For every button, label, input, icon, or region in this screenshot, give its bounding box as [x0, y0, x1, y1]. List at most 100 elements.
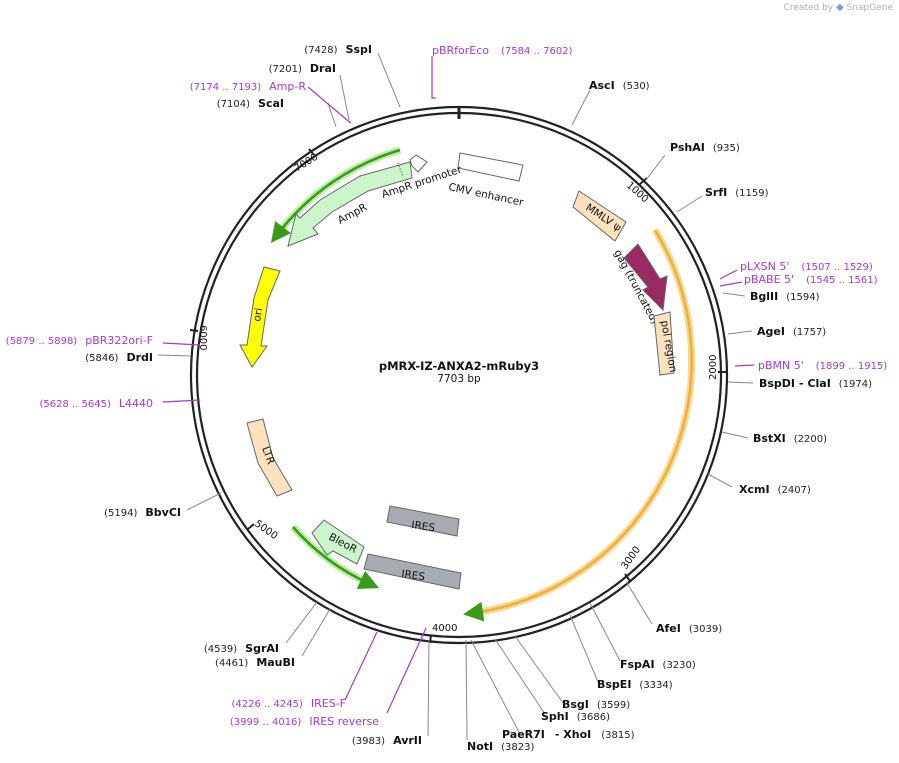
plasmid-name: pMRX-IZ-ANXA2-mRuby3 — [379, 359, 539, 373]
enzyme-scaI: ScaI — [258, 97, 284, 110]
svg-text:(7428)SspI: (7428)SspI — [304, 43, 372, 56]
plasmid-length: 7703 bp — [437, 373, 481, 385]
enzyme-drdI: DrdI — [126, 351, 153, 364]
svg-text:(5194)BbvCI: (5194)BbvCI — [104, 506, 181, 519]
feature-ires-2 — [363, 553, 462, 590]
svg-text:pLXSN 5'(1507 .. 1529): pLXSN 5'(1507 .. 1529) — [740, 260, 873, 273]
svg-text:(5628 .. 5645)L4440: (5628 .. 5645)L4440 — [39, 397, 153, 410]
enzyme-xcmI: XcmI — [739, 483, 770, 496]
primer-amp-r: Amp-R — [269, 80, 306, 93]
feature-ampr-promoter — [409, 154, 428, 173]
svg-text:PshAI(935): PshAI(935) — [670, 141, 740, 154]
svg-text:NotI(3823): NotI(3823) — [467, 740, 534, 753]
svg-text:pBRforEco(7584 .. 7602): pBRforEco(7584 .. 7602) — [432, 44, 573, 57]
feature-mmlv-psi — [572, 190, 627, 242]
primer-plxsn-5: pLXSN 5' — [740, 260, 789, 273]
enzyme-sgrAI: SgrAI — [245, 642, 279, 655]
enzyme-fspAI: FspAI — [620, 658, 655, 671]
feature-ltr — [246, 418, 293, 497]
primer-l4440: L4440 — [119, 397, 153, 410]
enzyme-srfI: SrfI — [705, 186, 727, 199]
tick-3000: 3000 — [619, 545, 643, 572]
enzyme-ascI: AscI — [589, 79, 615, 92]
feature-cmv-enhancer — [457, 152, 524, 182]
enzyme-claI: ClaI — [807, 377, 830, 390]
primer-ires-reverse: IRES reverse — [309, 715, 379, 728]
primer-pbabe-5: pBABE 5' — [744, 273, 794, 286]
enzyme-bspEI: BspEI — [597, 678, 631, 691]
enzyme-bsgI: BsgI — [562, 698, 589, 711]
enzyme-notI: NotI — [467, 740, 493, 753]
primer-pbrforeco: pBRforEco — [432, 44, 489, 57]
enzyme-ageI: AgeI — [757, 325, 785, 338]
feature-label-cmv-enhancer: CMV enhancer — [447, 181, 525, 209]
enzyme-paeR7I: PaeR7I — [502, 728, 545, 741]
snapgene-branding: Created by ◆ SnapGene — [784, 2, 893, 13]
svg-text:BsgI(3599): BsgI(3599) — [562, 698, 630, 711]
svg-text:(7201)DraI: (7201)DraI — [269, 62, 336, 75]
tick-4000: 4000 — [432, 623, 457, 634]
svg-text:AfeI(3039): AfeI(3039) — [656, 622, 722, 635]
snapgene-logo-icon: ◆ — [836, 2, 844, 13]
enzyme-bglII: BglII — [750, 290, 778, 303]
svg-text:BspDI- ClaI(1974): BspDI- ClaI(1974) — [759, 377, 872, 390]
svg-text:AscI(530): AscI(530) — [589, 79, 650, 92]
svg-text:(5846)DrdI: (5846)DrdI — [85, 351, 153, 364]
svg-text:pBABE 5'(1545 .. 1561): pBABE 5'(1545 .. 1561) — [744, 273, 878, 286]
svg-text:(7104)ScaI: (7104)ScaI — [217, 97, 284, 110]
enzyme-leaders — [157, 52, 754, 741]
created-by-text: Created by — [783, 3, 834, 13]
feature-ampr — [287, 161, 413, 247]
feature-bleor — [311, 519, 365, 565]
enzyme-labels: AscI(530) PshAI(935) SrfI(1159) BglII(15… — [85, 43, 872, 753]
enzyme-mauBI: MauBI — [256, 656, 295, 669]
primer-labels: pBRforEco(7584 .. 7602) (7174 .. 7193)Am… — [6, 44, 887, 728]
feature-ori — [239, 266, 281, 368]
enzyme-bspDI: BspDI — [759, 377, 795, 390]
enzyme-bstXI: BstXI — [753, 432, 786, 445]
enzyme-afeI: AfeI — [656, 622, 681, 635]
position-ticks: 1000 2000 3000 4000 5000 6000 7000 — [189, 148, 727, 644]
enzyme-draI: DraI — [310, 62, 336, 75]
enzyme-xhoI: XhoI — [563, 728, 591, 741]
primer-leaders — [162, 56, 755, 714]
tick-2000: 2000 — [708, 355, 719, 380]
svg-text:XcmI(2407): XcmI(2407) — [739, 483, 811, 496]
tick-5000: 5000 — [252, 518, 279, 542]
enzyme-pshAI: PshAI — [670, 141, 705, 154]
feature-ires-1 — [386, 505, 460, 537]
svg-text:AgeI(1757): AgeI(1757) — [757, 325, 826, 338]
primer-pbmn-5: pBMN 5' — [758, 359, 804, 372]
tick-6000: 6000 — [197, 325, 208, 350]
product-name: SnapGene — [846, 3, 893, 13]
feature-label-ires-1: IRES — [411, 519, 436, 534]
primer-pbr322ori-f: pBR322ori-F — [85, 334, 153, 347]
svg-text:BstXI(2200): BstXI(2200) — [753, 432, 827, 445]
svg-text:(4461)MauBI: (4461)MauBI — [215, 656, 295, 669]
feature-label-ires-2: IRES — [401, 568, 426, 583]
svg-text:BspEI(3334): BspEI(3334) — [597, 678, 673, 691]
svg-text:(4539)SgrAI: (4539)SgrAI — [204, 642, 279, 655]
svg-text:(3999 .. 4016)IRES reverse: (3999 .. 4016)IRES reverse — [230, 715, 379, 728]
feature-gag-truncated — [623, 243, 668, 312]
enzyme-sphI: SphI — [541, 710, 569, 723]
feature-label-ori: ori — [251, 307, 265, 323]
svg-text:SphI(3686): SphI(3686) — [541, 710, 610, 723]
svg-text:BglII(1594): BglII(1594) — [750, 290, 820, 303]
svg-text:(4226 .. 4245)IRES-F: (4226 .. 4245)IRES-F — [231, 697, 346, 710]
feature-label-ltr: LTR — [259, 445, 276, 466]
feature-pol-region — [653, 311, 675, 376]
enzyme-avrII: AvrII — [393, 734, 422, 747]
plasmid-backbone — [189, 105, 729, 645]
orf-arcs — [270, 146, 696, 622]
svg-text:SrfI(1159): SrfI(1159) — [705, 186, 769, 199]
svg-text:pBMN 5'(1899 .. 1915): pBMN 5'(1899 .. 1915) — [758, 359, 887, 372]
enzyme-bbvCI: BbvCI — [145, 506, 181, 519]
enzyme-sspI: SspI — [346, 43, 372, 56]
primer-ires-f: IRES-F — [311, 697, 346, 710]
svg-text:FspAI(3230): FspAI(3230) — [620, 658, 696, 671]
svg-text:(3983)AvrII: (3983)AvrII — [352, 734, 422, 747]
svg-text:(5879 .. 5898)pBR322ori-F: (5879 .. 5898)pBR322ori-F — [6, 334, 153, 347]
svg-text:PaeR7I- XhoI(3815): PaeR7I- XhoI(3815) — [502, 728, 635, 741]
